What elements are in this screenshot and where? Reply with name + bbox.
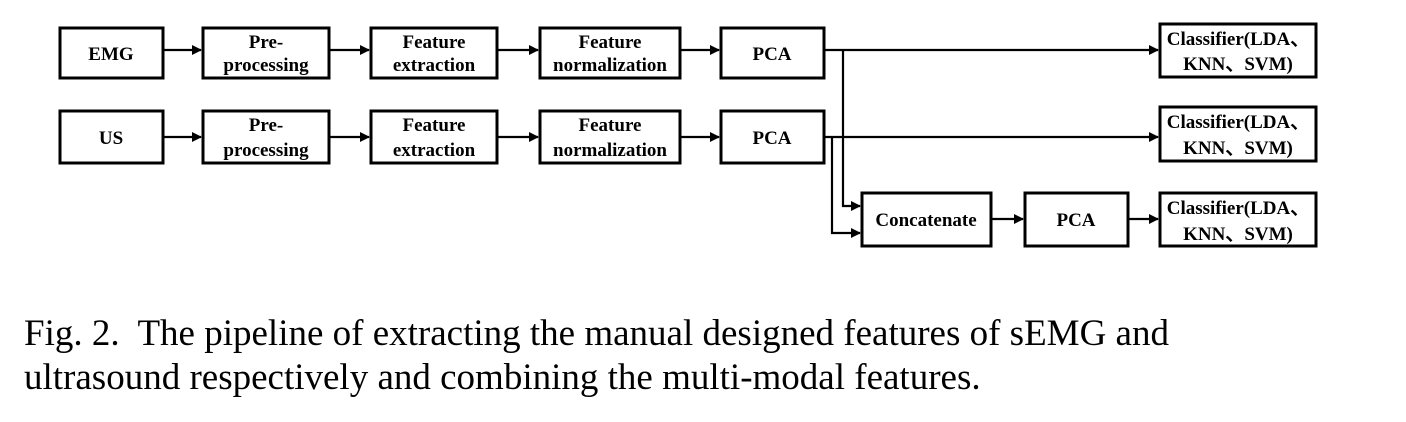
fused-classifier-box: Classifier(LDA、 KNN、SVM) (1158, 191, 1318, 248)
emg-preprocessing-label-1: Pre- (249, 32, 283, 53)
caption-text-1: Fig. 2. The pipeline of extracting the m… (24, 313, 1169, 354)
emg-normalization-label-1: Feature (579, 32, 642, 53)
figure-caption: Fig. 2. The pipeline of extracting the m… (24, 312, 1394, 400)
emg-feature-extraction-box: Feature extraction (369, 26, 499, 80)
us-extraction-label-2: extraction (393, 140, 476, 161)
arrow-us-pca-to-concatenate (830, 137, 861, 238)
us-feature-normalization-box: Feature normalization (538, 109, 682, 165)
us-preprocessing-label-2: processing (223, 140, 309, 161)
arrow-emg-pca-to-concatenate (841, 50, 861, 211)
emg-pca-box: PCA (719, 26, 826, 80)
us-input-box: US (58, 109, 165, 165)
caption-text-2: ultrasound respectively and combining th… (24, 357, 981, 398)
emg-preprocessing-label-2: processing (223, 55, 309, 76)
emg-pca-label: PCA (752, 44, 791, 65)
us-classifier-box: Classifier(LDA、 KNN、SVM) (1158, 105, 1318, 163)
caption-line-1: Fig. 2. The pipeline of extracting the m… (24, 312, 1394, 356)
emg-extraction-label-1: Feature (403, 32, 466, 53)
fused-pca-box: PCA (1023, 191, 1130, 248)
fused-classifier-label-2: KNN、SVM) (1183, 224, 1293, 245)
us-pca-box: PCA (719, 109, 826, 165)
emg-extraction-label-2: extraction (393, 55, 476, 76)
emg-classifier-label-1: Classifier(LDA、 (1167, 29, 1309, 50)
us-extraction-label-1: Feature (403, 115, 466, 136)
emg-classifier-box: Classifier(LDA、 KNN、SVM) (1158, 22, 1318, 79)
emg-classifier-label-2: KNN、SVM) (1183, 54, 1293, 75)
concatenate-box: Concatenate (860, 191, 993, 248)
us-normalization-label-1: Feature (579, 115, 642, 136)
us-classifier-label-2: KNN、SVM) (1183, 138, 1293, 159)
emg-normalization-label-2: normalization (553, 55, 667, 76)
emg-input-box: EMG (58, 26, 165, 80)
fused-pca-label: PCA (1056, 210, 1095, 231)
us-normalization-label-2: normalization (553, 140, 667, 161)
us-input-label: US (99, 128, 123, 149)
emg-input-label: EMG (88, 44, 134, 65)
us-preprocessing-label-1: Pre- (249, 115, 283, 136)
us-pca-label: PCA (752, 128, 791, 149)
emg-feature-normalization-box: Feature normalization (538, 26, 682, 80)
fused-classifier-label-1: Classifier(LDA、 (1167, 198, 1309, 219)
us-classifier-label-1: Classifier(LDA、 (1167, 112, 1309, 133)
us-feature-extraction-box: Feature extraction (369, 109, 499, 165)
us-preprocessing-box: Pre- processing (201, 109, 331, 165)
caption-line-2: ultrasound respectively and combining th… (24, 356, 1394, 400)
pipeline-diagram: EMG Pre- processing Feature extraction F… (58, 22, 1318, 248)
emg-preprocessing-box: Pre- processing (201, 26, 331, 80)
concatenate-label: Concatenate (875, 210, 976, 231)
